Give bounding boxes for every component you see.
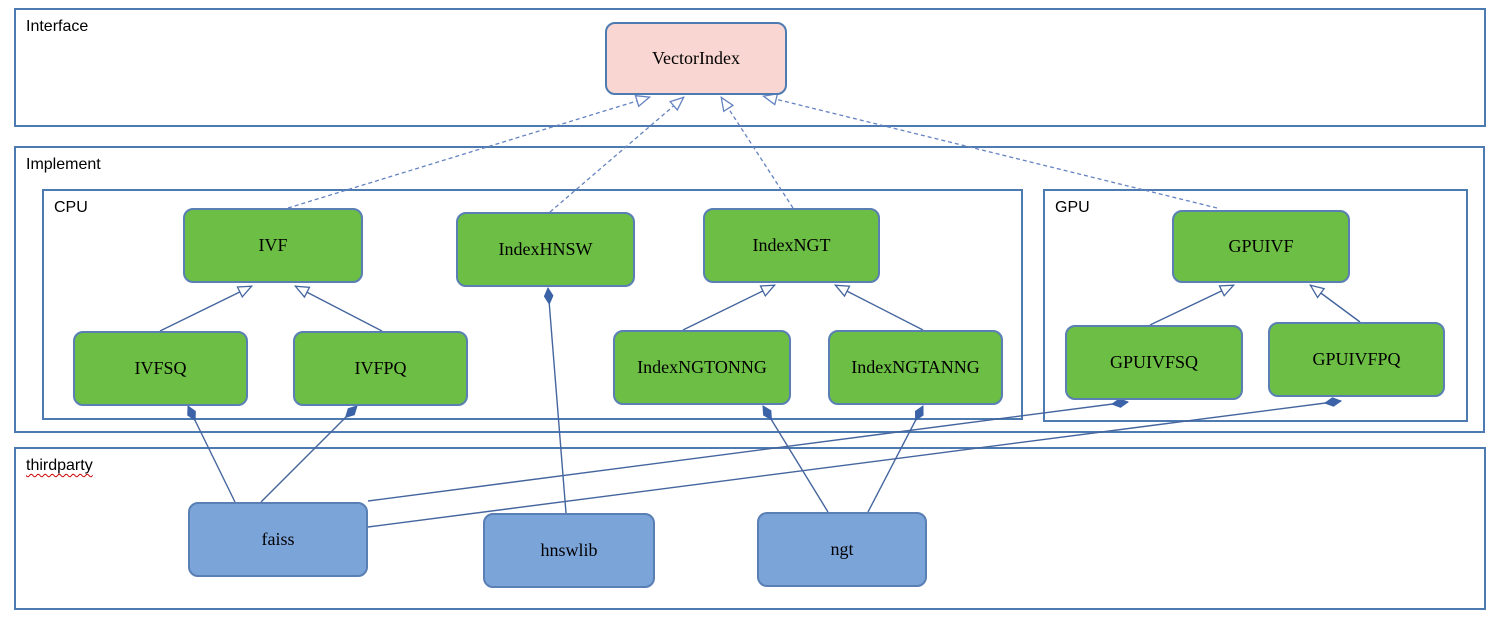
node-vectorindex-label: VectorIndex	[652, 48, 740, 68]
container-interface-label: Interface	[26, 18, 89, 35]
node-indexngt-label: IndexNGT	[752, 235, 831, 255]
edge-faiss-gpuivfpq[interactable]	[367, 397, 1343, 528]
container-implement-label: Implement	[26, 156, 101, 173]
edge-indexhnsw-vectorindex[interactable]	[549, 97, 684, 213]
node-ngt-label: ngt	[830, 539, 854, 559]
node-gpuivfsq[interactable]: GPUIVFSQ	[1065, 325, 1243, 400]
container-thirdparty-label: thirdparty	[26, 457, 93, 474]
node-hnswlib[interactable]: hnswlib	[483, 513, 655, 588]
node-ivfpq-label: IVFPQ	[354, 358, 407, 378]
node-ivfsq[interactable]: IVFSQ	[73, 331, 248, 406]
node-ivf[interactable]: IVF	[183, 208, 363, 283]
node-gpuivfpq-label: GPUIVFPQ	[1312, 349, 1401, 369]
edge-faiss-ivfpq[interactable]	[260, 405, 358, 503]
node-hnswlib-label: hnswlib	[540, 540, 598, 560]
node-gpuivf[interactable]: GPUIVF	[1172, 210, 1350, 283]
container-thirdparty[interactable]: thirdparty	[14, 447, 1486, 610]
edge-ivfpq-ivf[interactable]	[295, 285, 383, 332]
edge-indexngtanng-indexngt[interactable]	[835, 284, 924, 331]
edge-indexngt-vectorindex[interactable]	[721, 97, 794, 209]
node-gpuivfpq[interactable]: GPUIVFPQ	[1268, 322, 1445, 397]
edge-ivf-vectorindex[interactable]	[287, 97, 650, 209]
container-implement[interactable]: Implement	[14, 146, 1485, 433]
node-ivf-label: IVF	[258, 235, 288, 255]
node-indexngtonng-label: IndexNGTONNG	[637, 357, 767, 377]
container-cpu-label: CPU	[54, 199, 88, 216]
node-indexhnsw[interactable]: IndexHNSW	[456, 212, 635, 287]
node-indexngtanng-label: IndexNGTANNG	[851, 357, 980, 377]
node-faiss-label: faiss	[261, 529, 295, 549]
node-gpuivf-label: GPUIVF	[1228, 236, 1294, 256]
edge-ivfsq-ivf[interactable]	[159, 285, 252, 332]
edge-gpuivfsq-gpuivf[interactable]	[1149, 284, 1234, 326]
node-gpuivfsq-label: GPUIVFSQ	[1109, 352, 1199, 372]
node-indexngtanng[interactable]: IndexNGTANNG	[828, 330, 1003, 405]
container-gpu-label: GPU	[1055, 199, 1090, 216]
edge-gpuivfpq-gpuivf[interactable]	[1310, 285, 1361, 323]
node-ivfsq-label: IVFSQ	[134, 358, 187, 378]
edge-ngt-indexngtonng[interactable]	[762, 405, 829, 513]
edge-indexngtonng-indexngt[interactable]	[682, 284, 775, 331]
edge-ngt-indexngtanng[interactable]	[867, 405, 924, 513]
node-faiss[interactable]: faiss	[188, 502, 368, 577]
container-cpu[interactable]: CPU	[42, 189, 1023, 420]
node-indexngt[interactable]: IndexNGT	[703, 208, 880, 283]
edge-faiss-gpuivfsq[interactable]	[367, 398, 1130, 502]
edge-faiss-ivfsq[interactable]	[187, 405, 236, 503]
node-vectorindex[interactable]: VectorIndex	[605, 22, 787, 95]
node-ngt[interactable]: ngt	[757, 512, 927, 587]
container-gpu[interactable]: GPU	[1043, 189, 1468, 422]
edge-hnswlib-indexhnsw[interactable]	[543, 286, 567, 514]
node-ivfpq[interactable]: IVFPQ	[293, 331, 468, 406]
node-indexhnsw-label: IndexHNSW	[498, 239, 593, 259]
container-interface[interactable]: Interface	[14, 8, 1486, 127]
node-indexngtonng[interactable]: IndexNGTONNG	[613, 330, 791, 405]
edge-gpuivf-vectorindex[interactable]	[763, 96, 1218, 209]
